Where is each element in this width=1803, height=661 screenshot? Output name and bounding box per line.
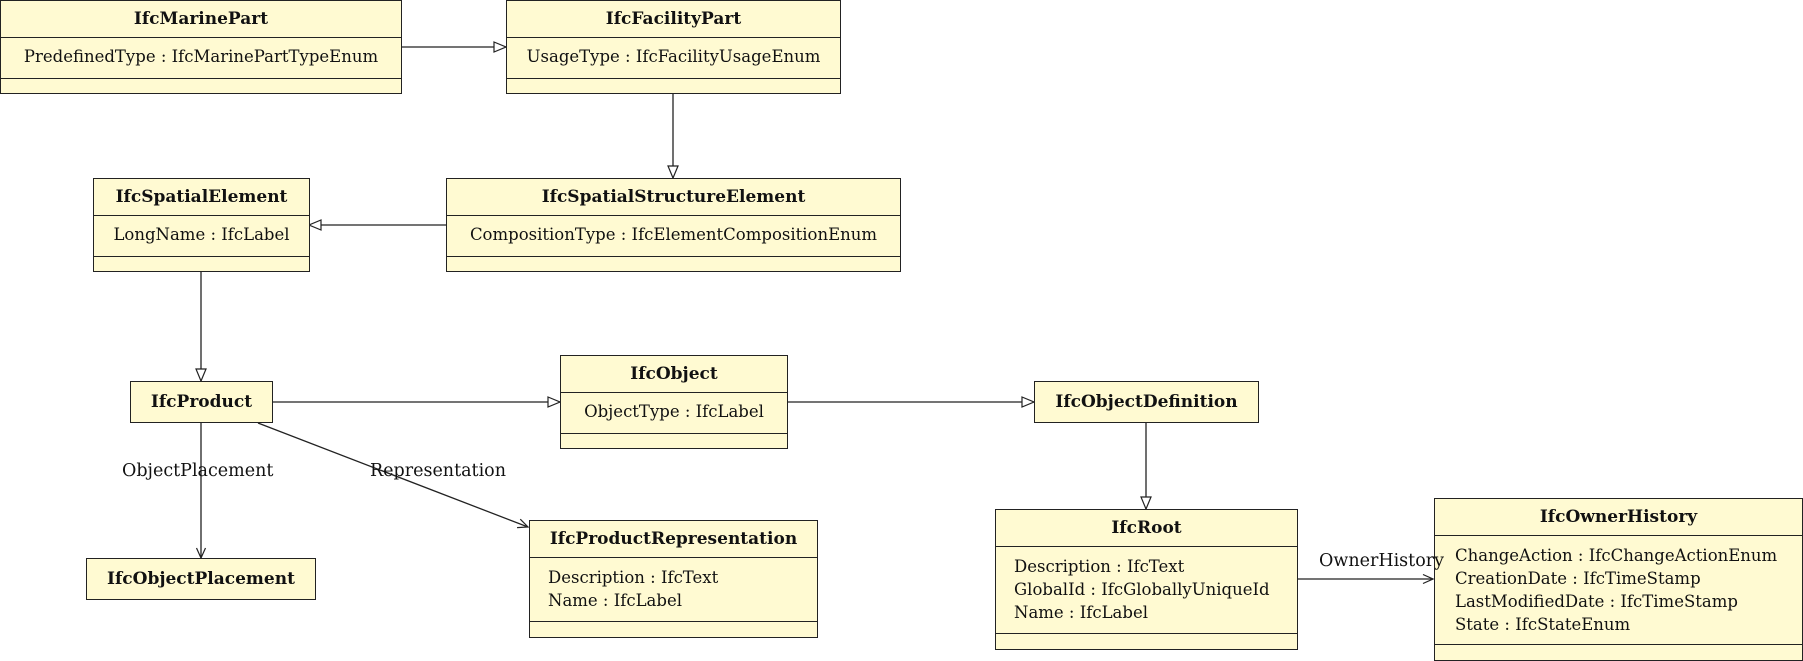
attribute: UsageType : IfcFacilityUsageEnum xyxy=(526,47,821,66)
attribute: ObjectType : IfcLabel xyxy=(584,402,764,421)
operation-compartment xyxy=(530,621,817,638)
class-name: IfcRoot xyxy=(1111,518,1182,538)
class-ifcfacilitypart: IfcFacilityPart UsageType : IfcFacilityU… xyxy=(506,0,841,94)
attribute: LastModifiedDate : IfcTimeStamp xyxy=(1455,592,1738,611)
attribute: GlobalId : IfcGloballyUniqueId xyxy=(1014,580,1270,599)
class-ifcmarinepart: IfcMarinePart PredefinedType : IfcMarine… xyxy=(0,0,402,94)
attribute-compartment: Description : IfcText GlobalId : IfcGlob… xyxy=(996,546,1297,633)
attribute: Description : IfcText xyxy=(548,568,719,587)
class-ifcownerhistory: IfcOwnerHistory ChangeAction : IfcChange… xyxy=(1434,498,1803,661)
class-ifcroot: IfcRoot Description : IfcText GlobalId :… xyxy=(995,509,1298,650)
class-name: IfcObjectPlacement xyxy=(107,569,295,589)
attribute-compartment: UsageType : IfcFacilityUsageEnum xyxy=(507,37,840,78)
class-ifcobject: IfcObject ObjectType : IfcLabel xyxy=(560,355,788,449)
attribute: Description : IfcText xyxy=(1014,557,1185,576)
class-ifcspatialelement: IfcSpatialElement LongName : IfcLabel xyxy=(93,178,310,272)
attribute: Name : IfcLabel xyxy=(548,591,682,610)
class-name: IfcOwnerHistory xyxy=(1539,507,1698,527)
class-name: IfcMarinePart xyxy=(133,9,269,29)
operation-compartment xyxy=(507,78,840,95)
attribute-compartment: ObjectType : IfcLabel xyxy=(561,392,787,433)
class-name: IfcObjectDefinition xyxy=(1055,392,1238,412)
operation-compartment xyxy=(94,256,309,273)
class-ifcspatialstructureelement: IfcSpatialStructureElement CompositionTy… xyxy=(446,178,901,272)
operation-compartment xyxy=(996,633,1297,650)
class-ifcobjectdefinition: IfcObjectDefinition xyxy=(1034,381,1259,423)
attribute-compartment: PredefinedType : IfcMarinePartTypeEnum xyxy=(1,37,401,78)
operation-compartment xyxy=(1,78,401,95)
attribute: ChangeAction : IfcChangeActionEnum xyxy=(1455,546,1778,565)
association-label-representation: Representation xyxy=(370,461,506,481)
association-label-ownerhistory: OwnerHistory xyxy=(1319,551,1444,571)
operation-compartment xyxy=(1435,644,1802,660)
association-label-objectplacement: ObjectPlacement xyxy=(122,461,274,481)
operation-compartment xyxy=(561,433,787,450)
class-name: IfcProductRepresentation xyxy=(549,529,798,549)
attribute: Name : IfcLabel xyxy=(1014,603,1148,622)
attribute: CompositionType : IfcElementCompositionE… xyxy=(469,225,878,244)
class-name: IfcProduct xyxy=(150,392,253,412)
class-name: IfcObject xyxy=(630,364,718,384)
attribute: CreationDate : IfcTimeStamp xyxy=(1455,569,1701,588)
product-representation-association xyxy=(257,422,528,527)
class-ifcproduct: IfcProduct xyxy=(130,381,273,423)
attribute-compartment: CompositionType : IfcElementCompositionE… xyxy=(447,215,900,256)
class-name: IfcSpatialStructureElement xyxy=(541,187,806,207)
attribute: LongName : IfcLabel xyxy=(113,225,290,244)
class-ifcproductrepresentation: IfcProductRepresentation Description : I… xyxy=(529,520,818,638)
class-name: IfcFacilityPart xyxy=(605,9,742,29)
attribute-compartment: ChangeAction : IfcChangeActionEnum Creat… xyxy=(1435,535,1802,644)
operation-compartment xyxy=(447,256,900,273)
attribute: State : IfcStateEnum xyxy=(1455,615,1631,634)
attribute: PredefinedType : IfcMarinePartTypeEnum xyxy=(23,47,379,66)
attribute-compartment: Description : IfcText Name : IfcLabel xyxy=(530,557,817,621)
attribute-compartment: LongName : IfcLabel xyxy=(94,215,309,256)
class-ifcobjectplacement: IfcObjectPlacement xyxy=(86,558,316,600)
class-name: IfcSpatialElement xyxy=(115,187,288,207)
